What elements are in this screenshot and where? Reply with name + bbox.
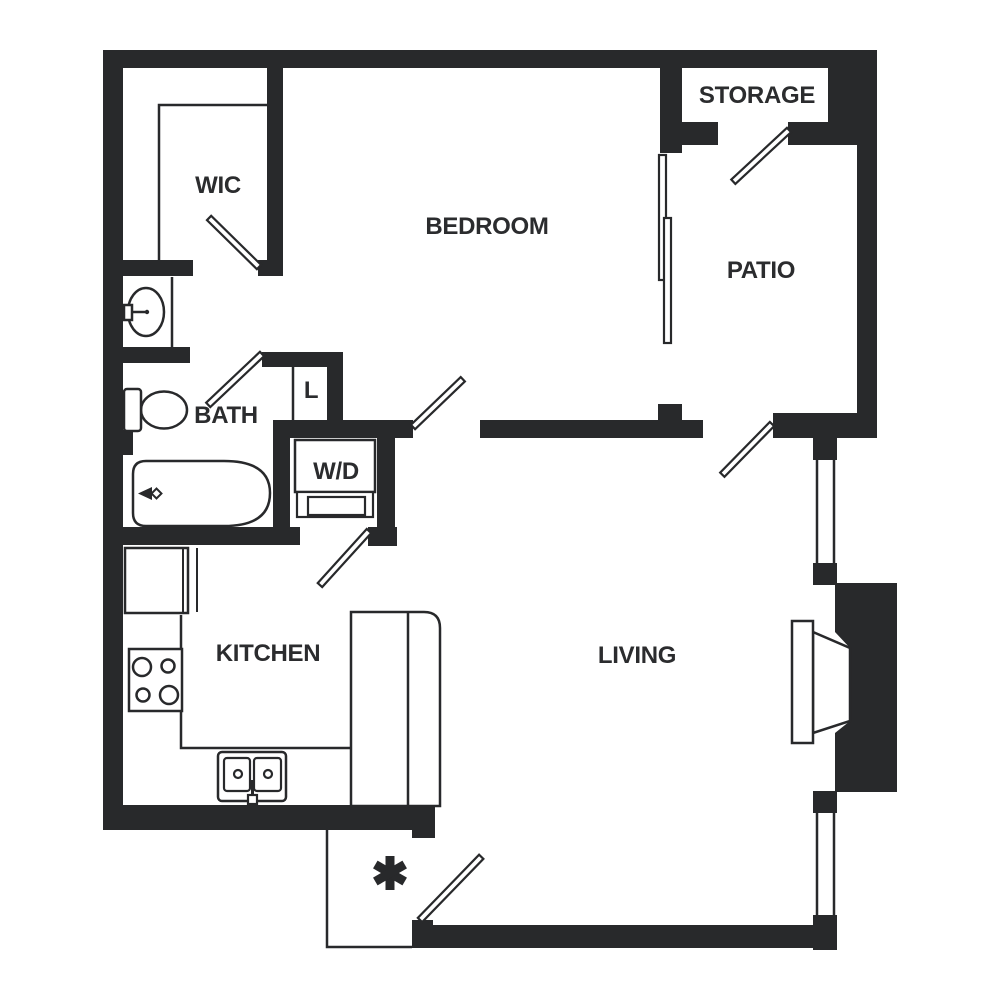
laundry-label: W/D	[313, 458, 359, 485]
wic-shelf-line	[157, 103, 267, 260]
wall-segment	[412, 828, 435, 838]
washer-dryer	[293, 438, 377, 519]
fireplace-mass	[835, 583, 897, 792]
wall-segment	[773, 413, 859, 438]
pedestal-sink	[122, 286, 166, 338]
burner	[160, 658, 176, 674]
wall-segment	[103, 50, 123, 830]
wall-segment	[368, 527, 397, 546]
storage-label: STORAGE	[699, 82, 815, 109]
room-labels: WIC BEDROOM STORAGE PATIO BATH L W/D KIT…	[194, 82, 816, 669]
wall-segment	[788, 122, 828, 145]
doors	[204, 126, 793, 924]
wall-segment	[267, 68, 283, 262]
wall-segment	[658, 404, 682, 420]
wall-segment	[273, 423, 290, 527]
kitchen-label: KITCHEN	[216, 640, 321, 667]
bedroom-door	[409, 375, 467, 431]
wall-segment	[258, 260, 283, 276]
tub-faucet	[138, 487, 152, 500]
bathtub	[131, 459, 272, 528]
sink-faucet-base	[246, 793, 259, 806]
sink-drain	[262, 768, 274, 780]
wall-segment	[262, 352, 343, 367]
burner	[158, 684, 180, 706]
windows	[815, 460, 836, 915]
linen-label: L	[304, 377, 318, 404]
tub-faucet-handle	[150, 487, 163, 500]
patio-door	[718, 420, 776, 479]
wall-segment	[433, 925, 837, 948]
kitchen-sink	[216, 750, 288, 806]
wall-segment	[813, 438, 837, 460]
wall-segment	[123, 347, 190, 363]
wall-segment	[813, 791, 837, 813]
counter-peninsula	[349, 610, 442, 808]
sliding-glass-door	[657, 153, 673, 345]
wall-segment	[327, 367, 343, 423]
fireplace-hearth	[790, 619, 815, 745]
wall-segment	[480, 420, 703, 438]
toilet	[122, 387, 189, 433]
wall-segment	[123, 260, 193, 276]
bath-door	[204, 350, 266, 409]
wall-segment	[273, 420, 413, 438]
entry-door	[416, 853, 485, 924]
wall-segment	[377, 438, 395, 527]
kitchen-counter-edge	[179, 615, 351, 750]
bedroom-label: BEDROOM	[425, 213, 548, 240]
stove	[127, 647, 184, 713]
wall-segment	[412, 920, 433, 948]
wd-drawer-inner	[306, 495, 367, 517]
wall-segment	[682, 122, 718, 145]
wic-label: WIC	[195, 172, 241, 199]
fireplace	[790, 583, 897, 792]
burner	[131, 656, 153, 678]
wall-segment	[103, 805, 435, 830]
sliding-panel	[662, 216, 673, 345]
wall-segment	[120, 527, 300, 545]
entry-asterisk-icon	[373, 856, 407, 890]
refrigerator	[123, 546, 198, 615]
laundry-closet-door	[316, 527, 373, 589]
wall-segment	[813, 915, 837, 950]
wall-segment	[123, 430, 133, 455]
wall-segment	[660, 68, 682, 153]
toilet-bowl	[139, 390, 189, 430]
burner	[135, 687, 151, 703]
entry-stoop-line	[325, 830, 412, 949]
toilet-tank	[122, 387, 143, 433]
storage-door	[729, 126, 793, 186]
bath-label: BATH	[194, 402, 258, 429]
wall-segment	[857, 50, 877, 438]
patio-label: PATIO	[727, 257, 795, 284]
sink-faucet	[122, 303, 134, 322]
wic-door	[205, 214, 263, 271]
sink-drain	[232, 768, 244, 780]
living-label: LIVING	[598, 642, 676, 669]
wall-segment	[828, 68, 859, 145]
wall-segment	[813, 563, 837, 585]
wall-segment	[103, 50, 877, 68]
fireplace-firebox	[811, 630, 852, 735]
walls	[103, 50, 877, 950]
